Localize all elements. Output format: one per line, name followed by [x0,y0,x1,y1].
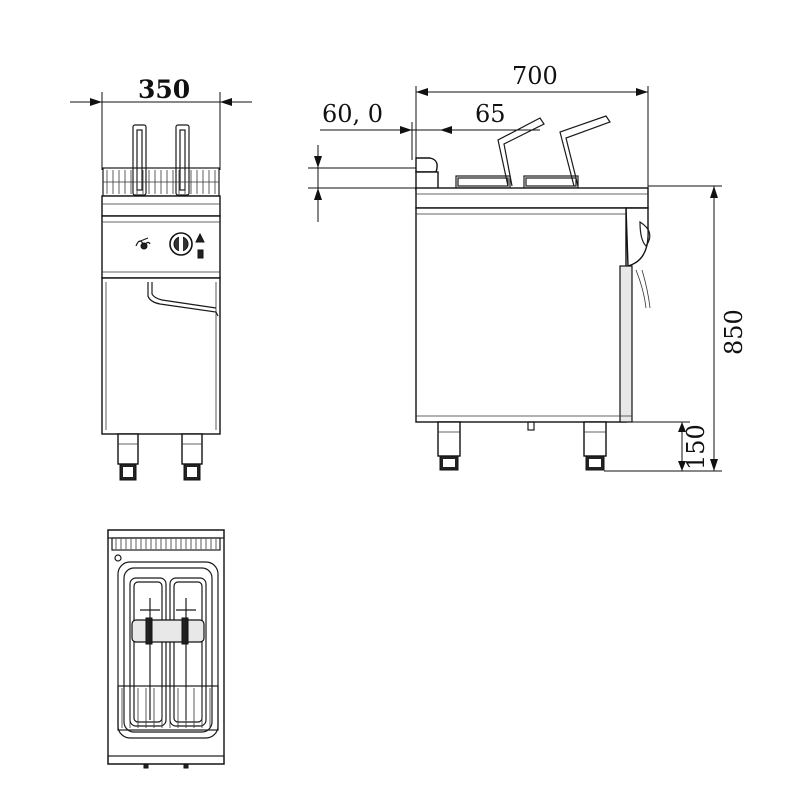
height-label: 850 [720,309,748,355]
control-knob-icon[interactable] [169,232,193,256]
backsplash-height-dimension [308,145,416,222]
side-depth-label: 700 [512,62,558,90]
side-legs [437,421,607,471]
front-width-label: 350 [138,75,190,104]
height-dimension: 850 [604,185,748,472]
side-control-panel [625,207,651,309]
leg-height-dimension: 150 [632,421,710,471]
top-view [107,529,225,769]
leg-height-label: 150 [682,424,710,470]
offset-a-label: 60, 0 [322,100,383,128]
side-knob-icon [639,220,651,247]
front-control-panel [101,215,221,279]
front-cabinet [101,277,221,435]
front-basket-handles [132,124,190,196]
offset-dimensions: 60, 0 65 [320,100,540,160]
door-handle[interactable] [147,282,219,317]
offset-b-label: 65 [475,100,506,128]
flue-backsplash [415,157,438,173]
top-baskets [129,577,207,727]
side-cabinet [415,207,633,431]
front-top-rim [101,195,221,217]
front-view: 350 [70,75,252,481]
front-basket-rack [102,167,220,197]
indicator-light-icon [195,232,205,259]
side-top-deck [415,187,649,209]
front-width-dimension: 350 [70,75,252,170]
side-view: 700 60, 0 65 [308,62,748,472]
side-baskets [455,115,611,189]
flame-symbol-icon [135,237,151,250]
front-legs [117,433,203,481]
